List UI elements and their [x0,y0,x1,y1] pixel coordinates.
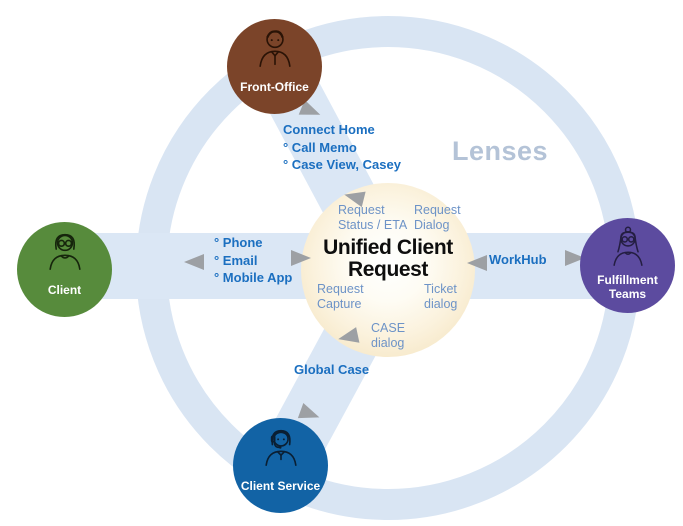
touchpoint-line: dialog [371,335,405,350]
channel-label: ° Phone [214,235,263,250]
front-office-tools: Connect Home ° Call Memo ° Case View, Ca… [283,121,401,174]
arrow-to-client-icon [184,254,204,270]
touchpoint-line: Dialog [414,217,450,232]
arrow-to-fulfillment-icon [565,250,585,266]
hub-circle [301,183,475,357]
touchpoint-line: Request [317,282,364,296]
node-client-service: Client Service [233,418,328,513]
workhub-label: WorkHub [489,252,547,267]
client-channels: ° Phone ° Email ° Mobile App [214,234,292,287]
node-label-line2: Teams [608,286,647,301]
arrow-into-hub-right-icon [467,255,487,271]
node-front-office: Front-Office [227,19,322,114]
touchpoint-line: Ticket [424,282,457,296]
touchpoint-line: Status / ETA [338,217,408,232]
touchpoint-line: Request [414,203,461,217]
touchpoint-ticket-dialog: Ticket dialog [424,282,457,311]
tool-label: ° Case View, Casey [283,157,401,172]
touchpoint-line: dialog [424,296,458,311]
hub-title-line1: Unified Client [323,236,453,259]
global-case-label: Global Case [294,362,370,377]
node-label: Front-Office [240,79,309,94]
client-service-person-icon [264,429,297,466]
touchpoint-request-dialog: Request Dialog [414,203,461,232]
client-person-icon [48,233,81,270]
touchpoint-request-capture: Request Capture [317,282,364,311]
lenses-watermark: Lenses [452,136,549,166]
fulfillment-person-icon [612,226,643,266]
arrow-client-service-to-hub-icon [297,403,320,419]
touchpoint-request-status: Request Status / ETA [338,203,407,232]
node-label-line1: Fulfillment [597,273,658,287]
node-client: Client [17,222,112,317]
tool-label: ° Call Memo [283,139,357,155]
node-label: Client Service [240,478,321,493]
arrow-into-hub-left-icon [291,250,311,266]
channel-label: ° Mobile App [214,270,293,285]
node-fulfillment-teams: Fulfillment Teams [580,218,675,313]
arrow-hub-to-front-office-icon [344,191,366,208]
touchpoint-line: CASE [371,321,406,335]
front-office-person-icon [258,30,291,67]
tool-label: Connect Home [283,122,375,137]
channel-label: ° Email [214,252,258,268]
hub-title-line2: Request [347,257,429,281]
arrow-hub-to-client-service-icon [338,327,360,343]
touchpoint-case-dialog: CASE dialog [371,321,405,350]
node-label: Fulfillment Teams [580,273,675,301]
touchpoint-line: Capture [317,296,362,311]
hub-title: Unified Client Request [301,237,475,280]
node-label: Client [47,282,82,297]
touchpoint-line: Request [338,203,385,217]
